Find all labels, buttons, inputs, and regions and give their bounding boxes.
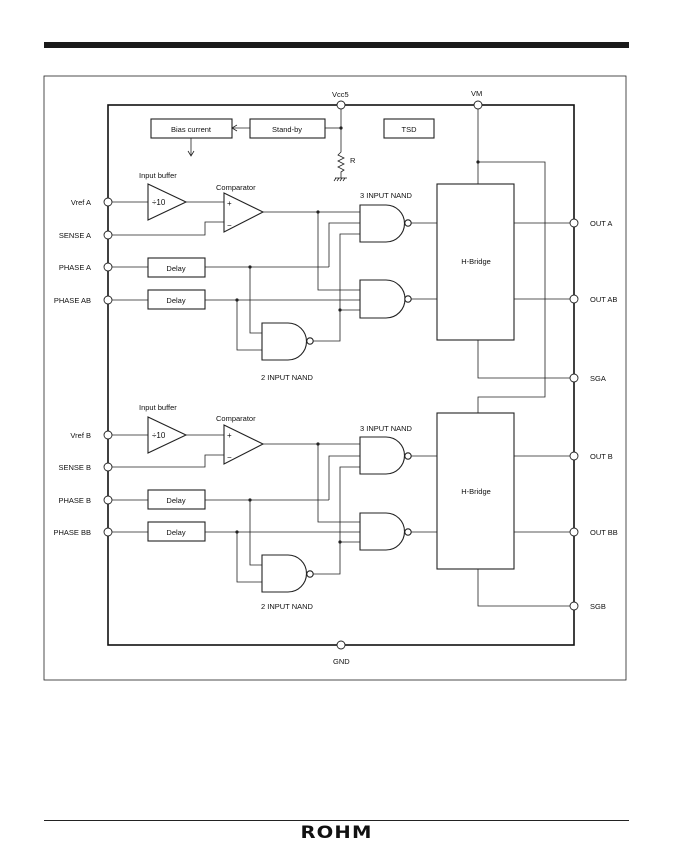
hbridge-a-label: H-Bridge xyxy=(461,257,491,266)
nand3-b-upper xyxy=(359,436,405,475)
pin-vm xyxy=(473,100,483,110)
pin-out-a xyxy=(569,218,579,228)
comp-b-minus: − xyxy=(227,453,232,462)
comp-a-plus: + xyxy=(227,199,232,208)
junction xyxy=(235,298,239,302)
delay-a1-label: Delay xyxy=(166,264,185,273)
label-sense-a: SENSE A xyxy=(59,231,91,240)
comparator-a-label: Comparator xyxy=(216,183,256,192)
nand3-b-lower xyxy=(359,512,405,551)
bias-current-box xyxy=(150,118,233,139)
pin-out-b xyxy=(569,451,579,461)
pin-vcc5 xyxy=(336,100,346,110)
header-bar xyxy=(44,42,629,48)
junction xyxy=(316,442,320,446)
junction xyxy=(339,126,343,130)
label-vcc5: Vcc5 xyxy=(332,90,349,99)
label-gnd: GND xyxy=(333,657,350,666)
nand3-b-label: 3 INPUT NAND xyxy=(360,424,413,433)
junction xyxy=(476,160,480,164)
delay-a2-label: Delay xyxy=(166,296,185,305)
nand2-b-label: 2 INPUT NAND xyxy=(261,602,314,611)
comp-b-plus: + xyxy=(227,431,232,440)
pin-sgb xyxy=(569,601,579,611)
channel-a-wiring xyxy=(112,201,570,351)
bias-current-label: Bias current xyxy=(171,125,212,134)
pin-phase-bb xyxy=(103,527,113,537)
pin-sense-b xyxy=(103,462,113,472)
nand-bubble xyxy=(404,295,412,303)
tsd-box xyxy=(383,118,435,139)
label-sense-b: SENSE B xyxy=(58,463,91,472)
delay-b1 xyxy=(147,489,206,510)
junction xyxy=(316,210,320,214)
nand-bubble xyxy=(404,219,412,227)
junction xyxy=(338,308,342,312)
pin-sense-a xyxy=(103,230,113,240)
junction xyxy=(338,540,342,544)
comparator-a xyxy=(223,192,265,233)
pin-phase-b xyxy=(103,495,113,505)
nand-bubble xyxy=(306,337,314,345)
nand3-a-lower xyxy=(359,279,406,319)
nand-bubble xyxy=(404,528,412,536)
label-phase-ab: PHASE AB xyxy=(54,296,91,305)
comparator-b xyxy=(223,424,265,465)
label-vm: VM xyxy=(471,89,482,98)
nand3-a-upper xyxy=(359,204,405,243)
label-out-bb: OUT BB xyxy=(590,528,618,537)
label-phase-bb: PHASE BB xyxy=(53,528,91,537)
nand2-a-label: 2 INPUT NAND xyxy=(261,373,314,382)
junction xyxy=(248,498,252,502)
pin-out-bb xyxy=(569,527,579,537)
hbridge-b-label: H-Bridge xyxy=(461,487,491,496)
input-buffer-a-label: Input buffer xyxy=(139,171,177,180)
label-out-b: OUT B xyxy=(590,452,613,461)
delay-b2 xyxy=(147,521,206,542)
standby-label: Stand-by xyxy=(272,125,302,134)
delay-b1-label: Delay xyxy=(166,496,185,505)
rohm-logo: ROHM xyxy=(300,823,373,843)
label-vref-a: Vref A xyxy=(71,198,91,207)
label-vref-b: Vref B xyxy=(70,431,91,440)
label-sgb: SGB xyxy=(590,602,606,611)
label-phase-b: PHASE B xyxy=(58,496,91,505)
tsd-label: TSD xyxy=(402,125,418,134)
nand-bubble xyxy=(404,452,412,460)
delay-a1 xyxy=(147,257,206,278)
pin-phase-ab xyxy=(103,295,113,305)
nand-bubble xyxy=(306,570,314,578)
pin-gnd xyxy=(336,640,346,650)
delay-b2-label: Delay xyxy=(166,528,185,537)
pin-sga xyxy=(569,373,579,383)
label-sga: SGA xyxy=(590,374,606,383)
delay-a2 xyxy=(147,289,206,310)
pin-out-ab xyxy=(569,294,579,304)
buffer-gain-b: ÷10 xyxy=(152,431,166,440)
nand2-a xyxy=(261,322,307,361)
comp-a-minus: − xyxy=(227,221,232,230)
comparator-b-label: Comparator xyxy=(216,414,256,423)
nand3-a-label: 3 INPUT NAND xyxy=(360,191,413,200)
junction xyxy=(248,265,252,269)
footer-line xyxy=(44,820,629,821)
hbridge-b xyxy=(436,412,515,570)
junction xyxy=(235,530,239,534)
standby-box xyxy=(249,118,326,139)
label-out-ab: OUT AB xyxy=(590,295,617,304)
label-phase-a: PHASE A xyxy=(59,263,91,272)
diagram-frame xyxy=(43,75,627,681)
label-r: R xyxy=(350,156,356,165)
channel-b-wiring xyxy=(112,434,570,583)
pin-phase-a xyxy=(103,262,113,272)
vm-rail-wiring xyxy=(477,109,570,607)
input-buffer-b-label: Input buffer xyxy=(139,403,177,412)
buffer-gain-a: ÷10 xyxy=(152,198,166,207)
pin-vref-a xyxy=(103,197,113,207)
label-out-a: OUT A xyxy=(590,219,612,228)
nand2-b xyxy=(261,554,307,593)
pin-vref-b xyxy=(103,430,113,440)
hbridge-a xyxy=(436,183,515,341)
